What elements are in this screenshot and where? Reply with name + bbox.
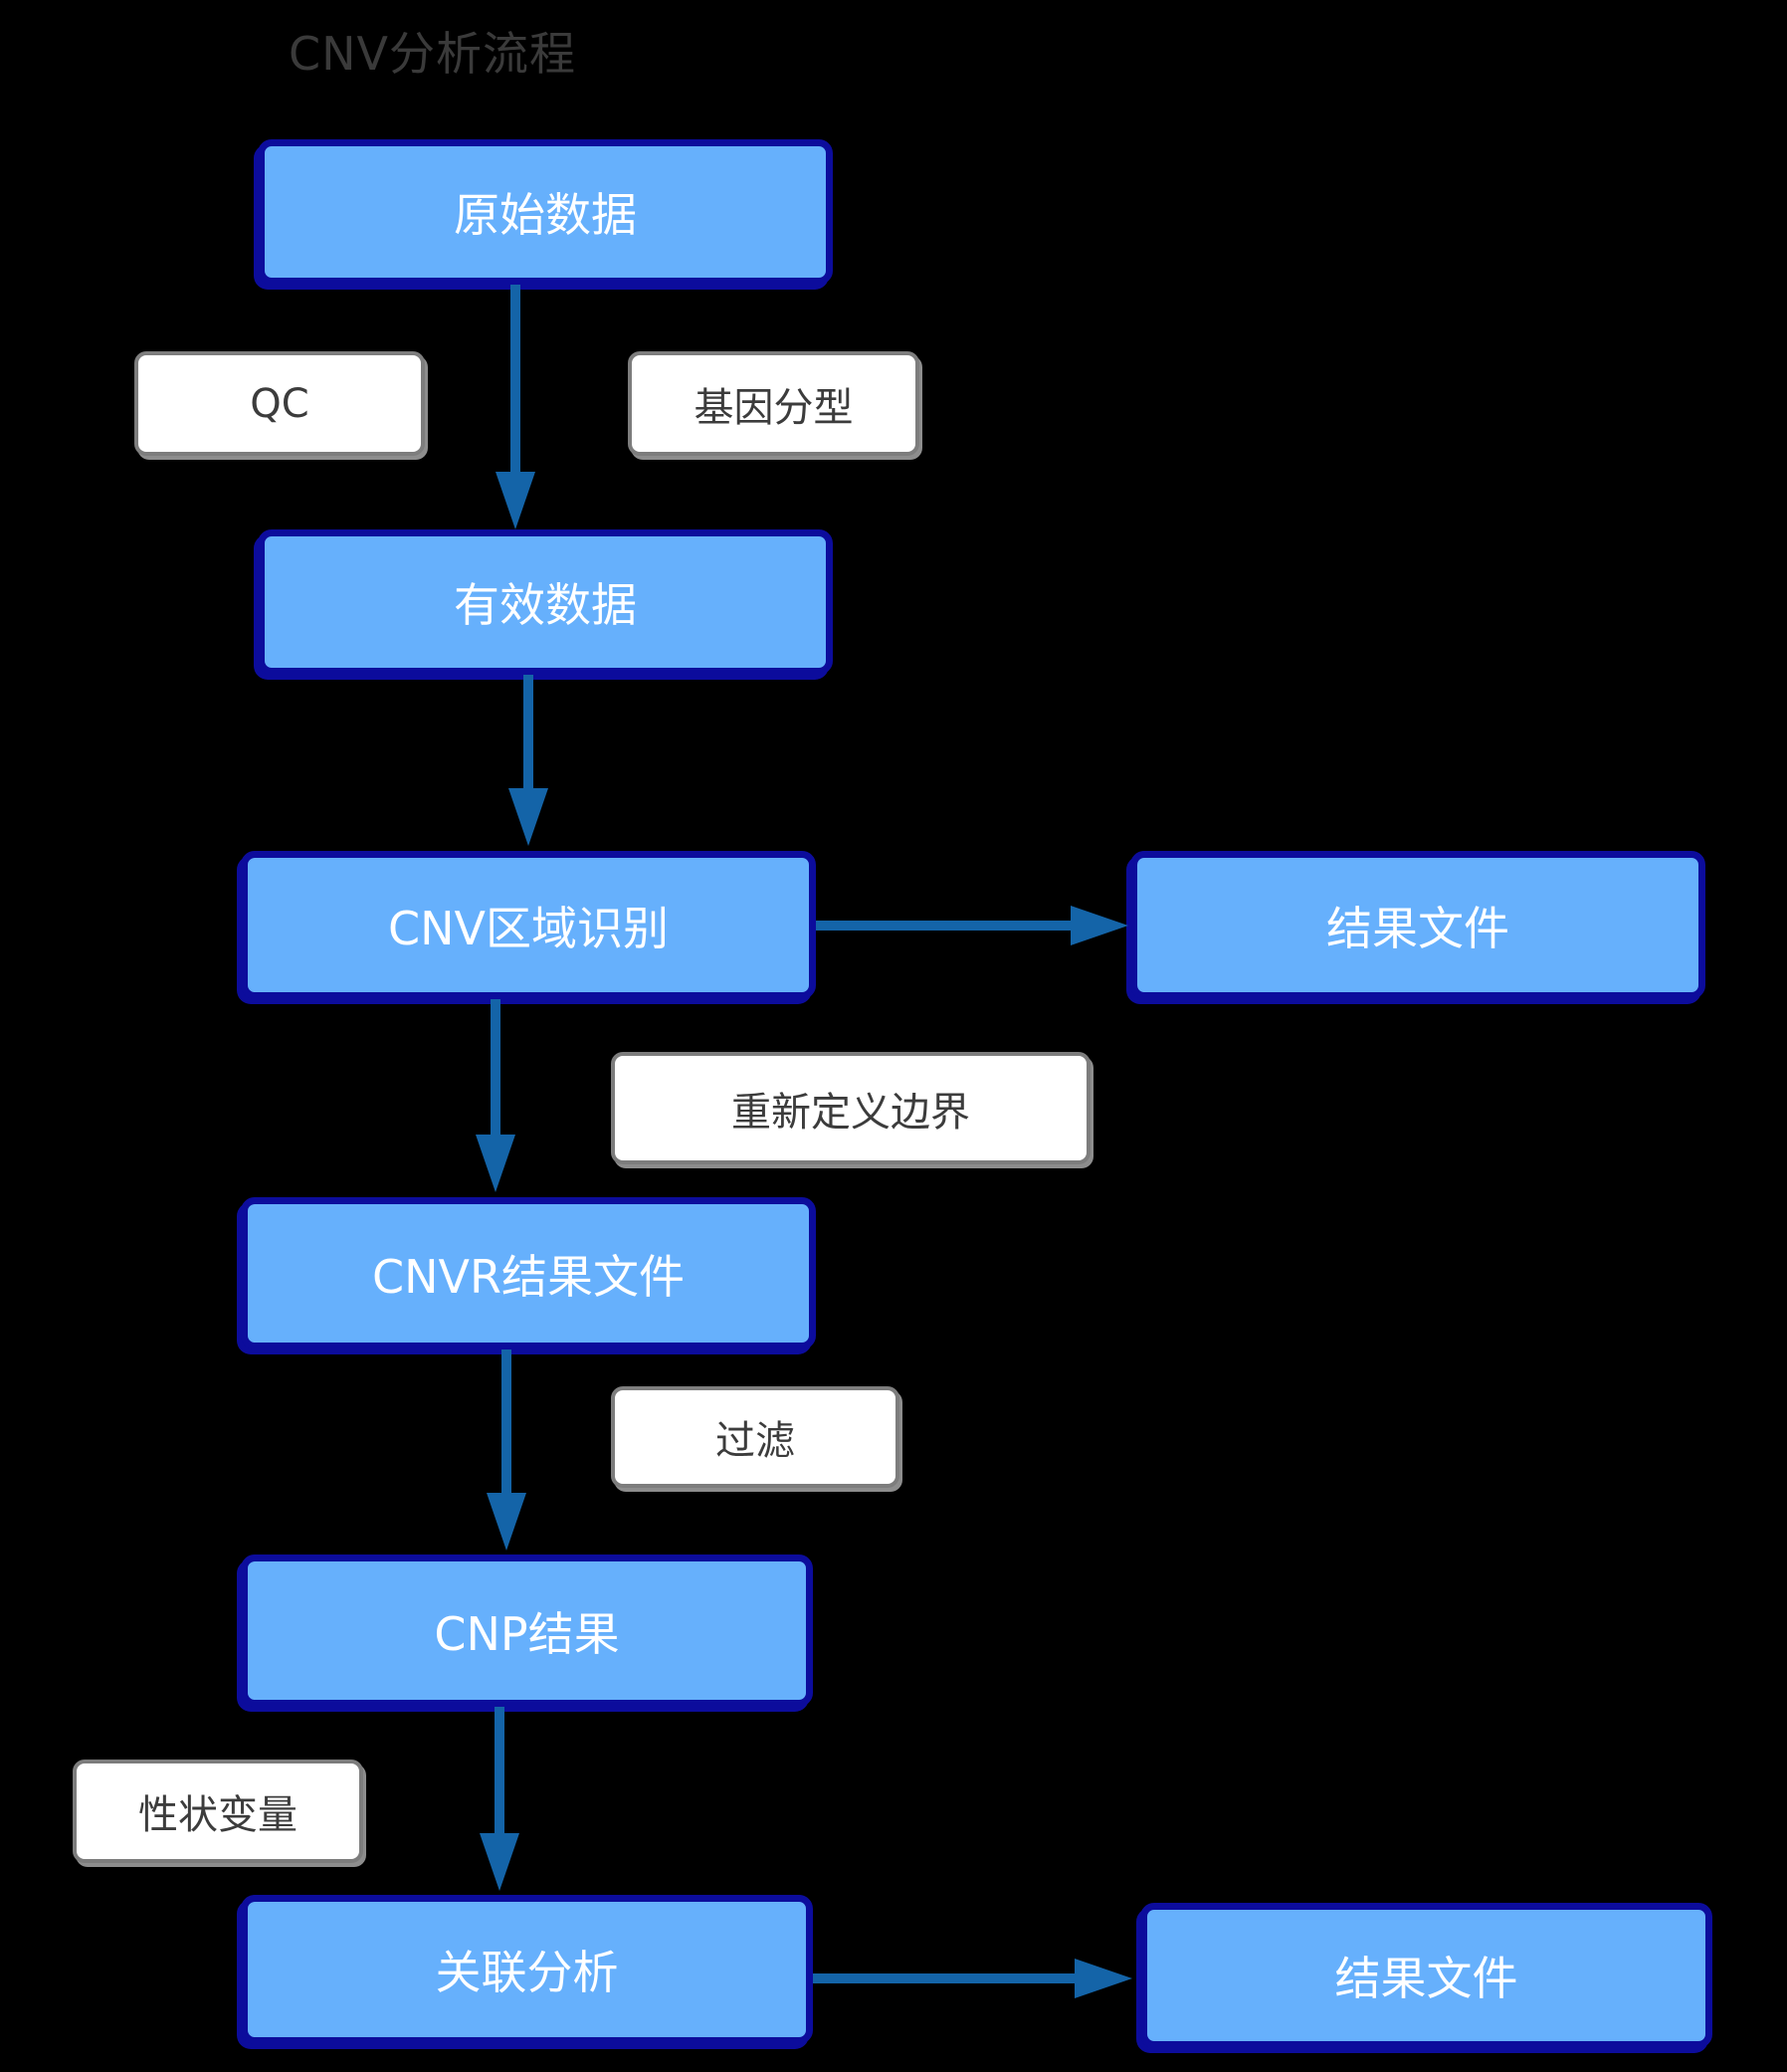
edge-label-genotyping-text: 基因分型 (694, 384, 854, 431)
node-cnv-region: CNV区域识别 (241, 851, 816, 999)
arrow-head-down-icon (487, 1493, 526, 1551)
arrow-stem (491, 999, 500, 1139)
arrow-head-down-icon (496, 472, 535, 529)
edge-label-redefine-boundary-text: 重新定义边界 (731, 1089, 970, 1136)
edge-label-trait-variable: 性状变量 (73, 1760, 363, 1863)
node-cnvr-result: CNVR结果文件 (241, 1197, 816, 1349)
arrow-stem (813, 1973, 1079, 1983)
node-association-label: 关联分析 (435, 1946, 619, 1999)
node-valid-data: 有效数据 (258, 529, 833, 675)
node-valid-data-label: 有效数据 (454, 578, 637, 632)
arrow-stem (816, 921, 1075, 931)
arrow-stem (523, 675, 533, 792)
arrow-stem (501, 1349, 511, 1497)
arrow-stem (510, 285, 520, 476)
node-cnvr-result-label: CNVR结果文件 (372, 1249, 685, 1304)
node-result-file-bottom-label: 结果文件 (1334, 1952, 1518, 2005)
arrow-head-right-icon (1071, 906, 1128, 945)
edge-label-genotyping: 基因分型 (628, 351, 919, 456)
arrow-head-down-icon (476, 1135, 515, 1192)
node-cnp-result-label: CNP结果 (434, 1606, 620, 1661)
node-raw-data-label: 原始数据 (454, 188, 637, 242)
node-result-file-top-label: 结果文件 (1326, 901, 1509, 955)
node-result-file-bottom: 结果文件 (1140, 1903, 1712, 2048)
node-cnp-result: CNP结果 (241, 1554, 813, 1707)
edge-label-qc: QC (134, 351, 425, 456)
arrow-stem (495, 1707, 504, 1837)
arrow-head-right-icon (1075, 1959, 1132, 1998)
node-result-file-top: 结果文件 (1130, 851, 1705, 999)
node-association: 关联分析 (241, 1895, 813, 2044)
edge-label-redefine-boundary: 重新定义边界 (611, 1052, 1091, 1164)
edge-label-qc-text: QC (250, 380, 309, 427)
diagram-title: CNV分析流程 (289, 27, 576, 81)
arrow-head-down-icon (508, 788, 548, 846)
edge-label-filter: 过滤 (611, 1386, 899, 1488)
edge-label-trait-variable-text: 性状变量 (138, 1792, 298, 1838)
arrow-head-down-icon (480, 1833, 519, 1891)
node-cnv-region-label: CNV区域识别 (388, 901, 669, 955)
node-raw-data: 原始数据 (258, 139, 833, 285)
edge-label-filter-text: 过滤 (715, 1418, 795, 1464)
